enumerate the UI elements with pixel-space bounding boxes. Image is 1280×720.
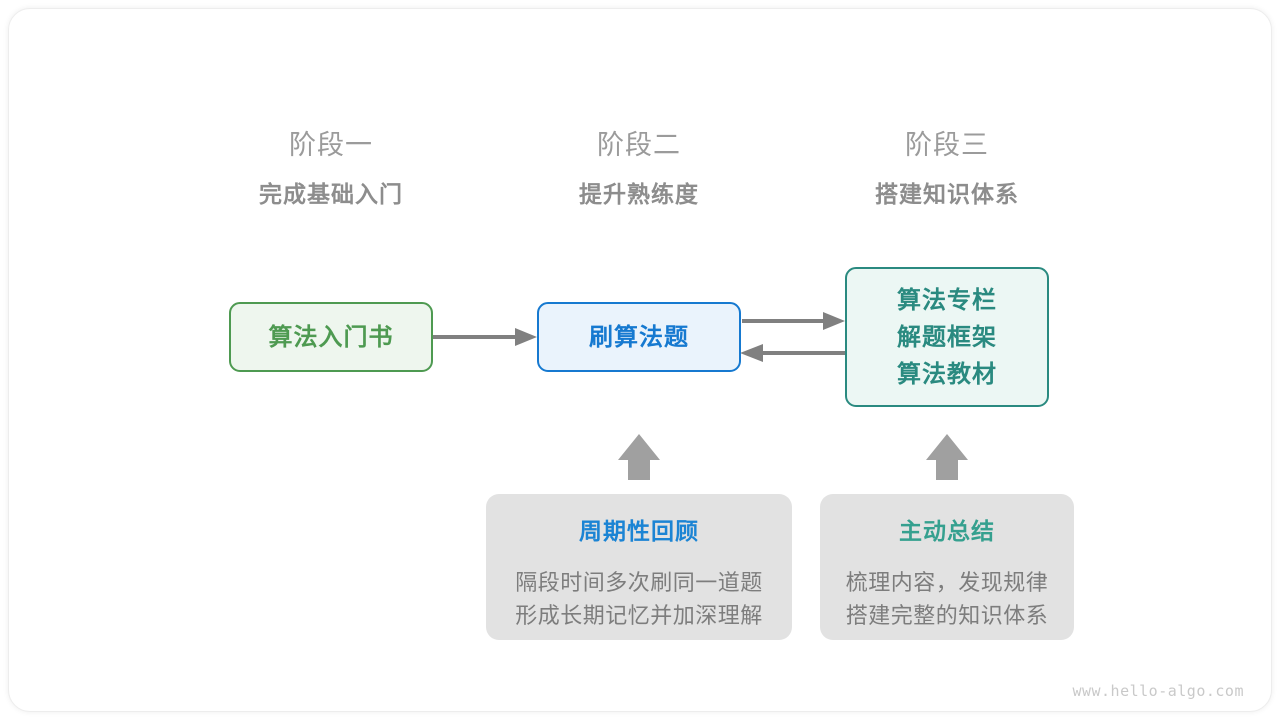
stage-title: 提升熟练度: [579, 181, 699, 207]
card-active-summary[interactable]: 主动总结 梳理内容，发现规律 搭建完整的知识体系: [820, 494, 1074, 640]
watermark: www.hello-algo.com: [1072, 682, 1244, 700]
card-periodic-review[interactable]: 周期性回顾 隔段时间多次刷同一道题 形成长期记忆并加深理解: [486, 494, 792, 640]
card-body: 隔段时间多次刷同一道题 形成长期记忆并加深理解: [486, 566, 792, 632]
node-practice-problems[interactable]: 刷算法题: [537, 302, 741, 372]
card-body: 梳理内容，发现规律 搭建完整的知识体系: [820, 566, 1074, 632]
stage-title: 搭建知识体系: [875, 181, 1019, 207]
node-line: 算法教材: [897, 360, 997, 388]
card-title: 周期性回顾: [579, 518, 699, 544]
stage-header-3: 阶段三 搭建知识体系: [827, 128, 1067, 210]
card-body-line: 搭建完整的知识体系: [845, 603, 1049, 628]
card-title: 主动总结: [899, 518, 995, 544]
node-line: 刷算法题: [589, 323, 689, 351]
card-body-line: 隔段时间多次刷同一道题: [515, 570, 763, 595]
stage-number: 阶段一: [289, 130, 373, 160]
stage-header-2: 阶段二 提升熟练度: [519, 128, 759, 210]
stage-number: 阶段二: [597, 130, 681, 160]
card-body-line: 形成长期记忆并加深理解: [515, 603, 763, 628]
stage-title: 完成基础入门: [259, 181, 403, 207]
card-body-line: 梳理内容，发现规律: [845, 570, 1049, 595]
stage-header-1: 阶段一 完成基础入门: [211, 128, 451, 210]
node-intro-book[interactable]: 算法入门书: [229, 302, 433, 372]
node-line: 算法专栏: [897, 286, 997, 314]
node-resources[interactable]: 算法专栏 解题框架 算法教材: [845, 267, 1049, 407]
node-line: 解题框架: [897, 323, 997, 351]
stage-number: 阶段三: [905, 130, 989, 160]
node-line: 算法入门书: [268, 323, 394, 351]
